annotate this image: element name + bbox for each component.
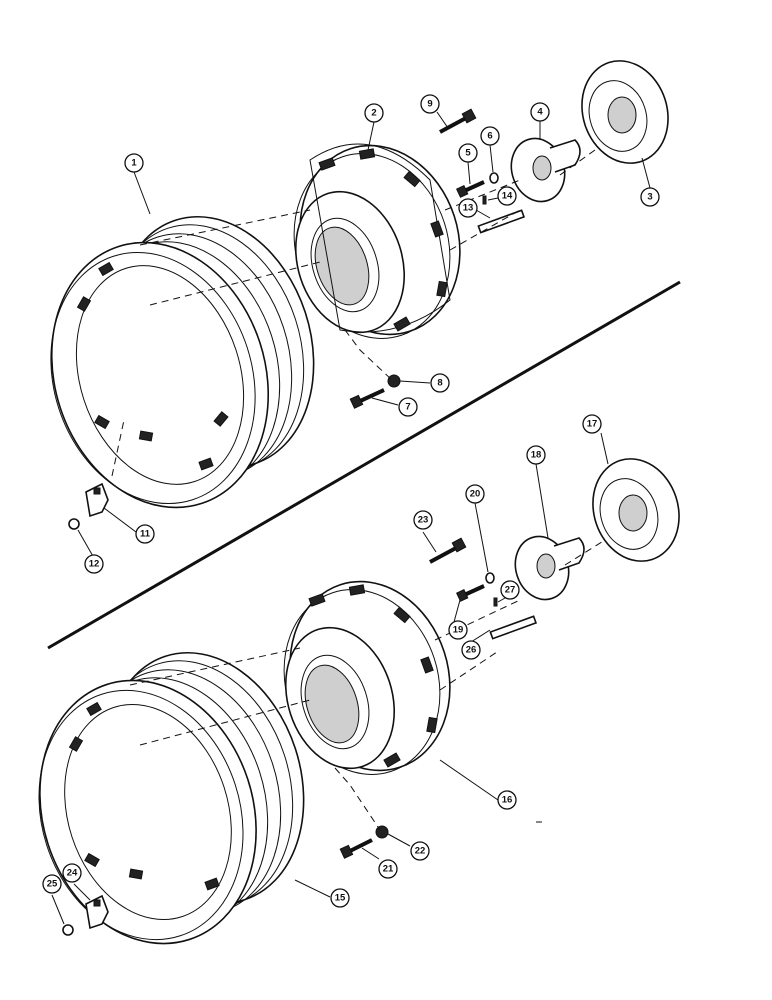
bolt-21	[339, 838, 373, 859]
pin-27	[493, 597, 498, 607]
rim-lower	[38, 651, 305, 945]
svg-text:12: 12	[89, 559, 100, 570]
callout-19: 19	[448, 620, 468, 640]
svg-text:23: 23	[418, 515, 429, 526]
bolt-5	[456, 180, 485, 198]
callout-8: 8	[430, 373, 450, 393]
lock-washer-22	[375, 825, 389, 839]
svg-text:17: 17	[587, 419, 598, 430]
svg-text:18: 18	[531, 450, 542, 461]
rim-upper	[50, 215, 315, 509]
svg-text:20: 20	[470, 489, 481, 500]
bolt-19	[456, 584, 485, 602]
callout-1: 1	[124, 153, 144, 173]
flange-lower	[514, 535, 585, 601]
callout-9: 9	[420, 94, 440, 114]
svg-text:3: 3	[647, 192, 652, 203]
callout-13: 13	[458, 198, 478, 218]
svg-text:1: 1	[131, 158, 137, 169]
lock-washer-8	[387, 374, 401, 388]
callout-6: 6	[480, 126, 500, 146]
hub-casting-upper	[293, 143, 461, 339]
callout-26: 26	[461, 640, 481, 660]
svg-text:26: 26	[466, 645, 477, 656]
svg-text:6: 6	[487, 131, 492, 142]
key-13	[477, 209, 526, 234]
bolt-7	[349, 388, 385, 409]
svg-text:24: 24	[67, 868, 78, 879]
svg-text:15: 15	[335, 893, 346, 904]
nut-25	[62, 924, 74, 936]
svg-text:27: 27	[505, 585, 516, 596]
callout-5: 5	[458, 143, 478, 163]
svg-text:9: 9	[427, 99, 432, 110]
leader-lines	[51, 111, 651, 925]
washer-20	[485, 572, 495, 584]
callout-7: 7	[398, 397, 418, 417]
callout-14: 14	[497, 186, 517, 206]
callout-21: 21	[378, 859, 398, 879]
svg-text:8: 8	[437, 378, 442, 389]
callout-24: 24	[62, 863, 82, 883]
cap-lower	[592, 458, 680, 562]
key-26	[489, 615, 538, 640]
clamp-11	[85, 482, 109, 518]
svg-text:11: 11	[140, 529, 151, 540]
callout-4: 4	[530, 102, 550, 122]
cap-upper	[581, 60, 669, 164]
washer-6	[489, 172, 499, 184]
callout-2: 2	[364, 103, 384, 123]
callout-20: 20	[465, 484, 485, 504]
svg-text:13: 13	[463, 203, 474, 214]
hub-casting-lower	[283, 580, 451, 775]
svg-text:22: 22	[415, 846, 426, 857]
svg-text:5: 5	[465, 148, 471, 159]
svg-text:19: 19	[453, 625, 464, 636]
callout-18: 18	[526, 445, 546, 465]
callout-25: 25	[42, 874, 62, 894]
callout-23: 23	[413, 510, 433, 530]
svg-text:16: 16	[502, 795, 513, 806]
bolt-9	[439, 108, 477, 134]
callout-15: 15	[330, 888, 350, 908]
callout-16: 16	[497, 790, 517, 810]
svg-text:4: 4	[537, 107, 543, 118]
svg-text:7: 7	[405, 402, 410, 413]
svg-text:14: 14	[502, 191, 513, 202]
callout-22: 22	[410, 841, 430, 861]
svg-text:2: 2	[371, 108, 376, 119]
callout-12: 12	[84, 554, 104, 574]
clamp-24	[85, 894, 109, 930]
flange-upper	[510, 137, 581, 203]
callout-11: 11	[135, 524, 155, 544]
callout-3: 3	[640, 187, 660, 207]
callout-27: 27	[500, 580, 520, 600]
nut-12	[68, 518, 80, 530]
svg-text:25: 25	[47, 879, 58, 890]
pin-14	[482, 195, 487, 205]
callout-labels: 1 2 3 4 5 6 7 8 9 11 12 13 14 15 16 17 1…	[42, 94, 660, 908]
lower-assembly	[38, 458, 680, 945]
callout-17: 17	[582, 414, 602, 434]
divider-line	[47, 280, 681, 650]
upper-assembly	[50, 60, 669, 530]
bolt-23	[429, 537, 467, 564]
svg-text:21: 21	[383, 864, 394, 875]
